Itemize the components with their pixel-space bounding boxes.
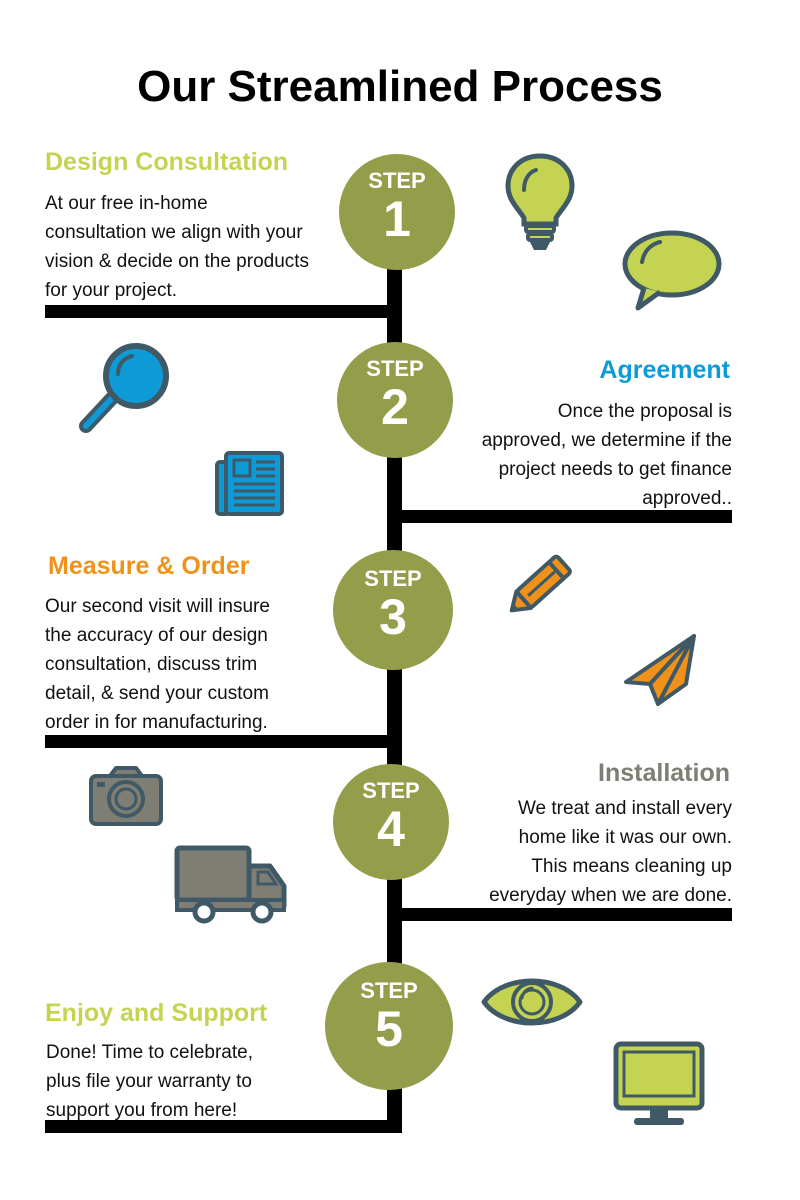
step-number: 3 bbox=[379, 589, 407, 645]
step-2-heading: Agreement bbox=[599, 356, 730, 384]
step-3-heading: Measure & Order bbox=[48, 552, 250, 580]
step-number: 5 bbox=[375, 1001, 403, 1057]
step-number: 4 bbox=[377, 801, 405, 857]
step-label: STEP bbox=[364, 566, 422, 591]
step-4-heading: Installation bbox=[598, 759, 730, 787]
text-line: home like it was our own. bbox=[518, 827, 732, 848]
monitor-icon bbox=[613, 1041, 705, 1125]
speech-bubble-icon bbox=[622, 230, 722, 311]
step-4-description: We treat and install every home like it … bbox=[442, 794, 732, 910]
camera-icon bbox=[89, 766, 163, 826]
step-2-circle: STEP 2 bbox=[337, 342, 453, 458]
text-line: everyday when we are done. bbox=[489, 885, 732, 906]
truck-icon bbox=[174, 845, 287, 924]
connector-step-2 bbox=[392, 510, 732, 523]
step-5-heading: Enjoy and Support bbox=[45, 999, 268, 1027]
paper-plane-icon bbox=[624, 634, 696, 706]
step-1-description: At our free in-home consultation we alig… bbox=[45, 189, 355, 305]
step-3-description: Our second visit will insure the accurac… bbox=[45, 592, 335, 737]
step-label: STEP bbox=[360, 978, 418, 1003]
step-1-circle: STEP 1 bbox=[339, 154, 455, 270]
step-label: STEP bbox=[366, 356, 424, 381]
magnifier-icon bbox=[79, 343, 169, 433]
step-label: STEP bbox=[368, 168, 426, 193]
text-line: support you from here! bbox=[46, 1100, 238, 1121]
step-3-circle: STEP 3 bbox=[333, 550, 453, 670]
step-1-heading: Design Consultation bbox=[45, 148, 289, 176]
step-number: 2 bbox=[381, 379, 409, 435]
text-line: plus file your warranty to bbox=[46, 1071, 252, 1092]
text-line: the accuracy of our design bbox=[45, 625, 268, 646]
text-line: approved, we determine if the bbox=[481, 430, 732, 451]
text-line: project needs to get finance bbox=[498, 459, 732, 480]
step-2-description: Once the proposal is approved, we determ… bbox=[432, 397, 732, 513]
text-line: At our free in-home bbox=[45, 193, 208, 214]
step-number: 1 bbox=[383, 191, 411, 247]
text-line: consultation, discuss trim bbox=[45, 654, 258, 675]
step-label: STEP bbox=[362, 778, 420, 803]
connector-step-4 bbox=[392, 908, 732, 921]
text-line: Once the proposal is bbox=[557, 401, 732, 422]
text-line: detail, & send your custom bbox=[45, 683, 269, 704]
page-title: Our Streamlined Process bbox=[137, 62, 663, 111]
text-line: Done! Time to celebrate, bbox=[46, 1042, 253, 1063]
text-line: consultation we align with your bbox=[45, 222, 303, 243]
connector-step-3 bbox=[45, 735, 397, 748]
step-5-description: Done! Time to celebrate, plus file your … bbox=[46, 1038, 306, 1125]
pencil-icon bbox=[509, 554, 572, 613]
text-line: for your project. bbox=[45, 280, 177, 301]
newspaper-icon bbox=[215, 451, 284, 516]
text-line: We treat and install every bbox=[517, 798, 732, 819]
eye-icon bbox=[481, 978, 583, 1026]
step-5-circle: STEP 5 bbox=[325, 962, 453, 1090]
connector-step-5 bbox=[45, 1120, 397, 1133]
lightbulb-icon bbox=[505, 153, 575, 250]
text-line: approved.. bbox=[642, 488, 732, 509]
text-line: This means cleaning up bbox=[531, 856, 732, 877]
step-4-circle: STEP 4 bbox=[333, 764, 449, 880]
text-line: Our second visit will insure bbox=[45, 596, 270, 617]
text-line: order in for manufacturing. bbox=[45, 712, 268, 733]
connector-step-1 bbox=[45, 305, 397, 318]
text-line: vision & decide on the products bbox=[45, 251, 310, 272]
